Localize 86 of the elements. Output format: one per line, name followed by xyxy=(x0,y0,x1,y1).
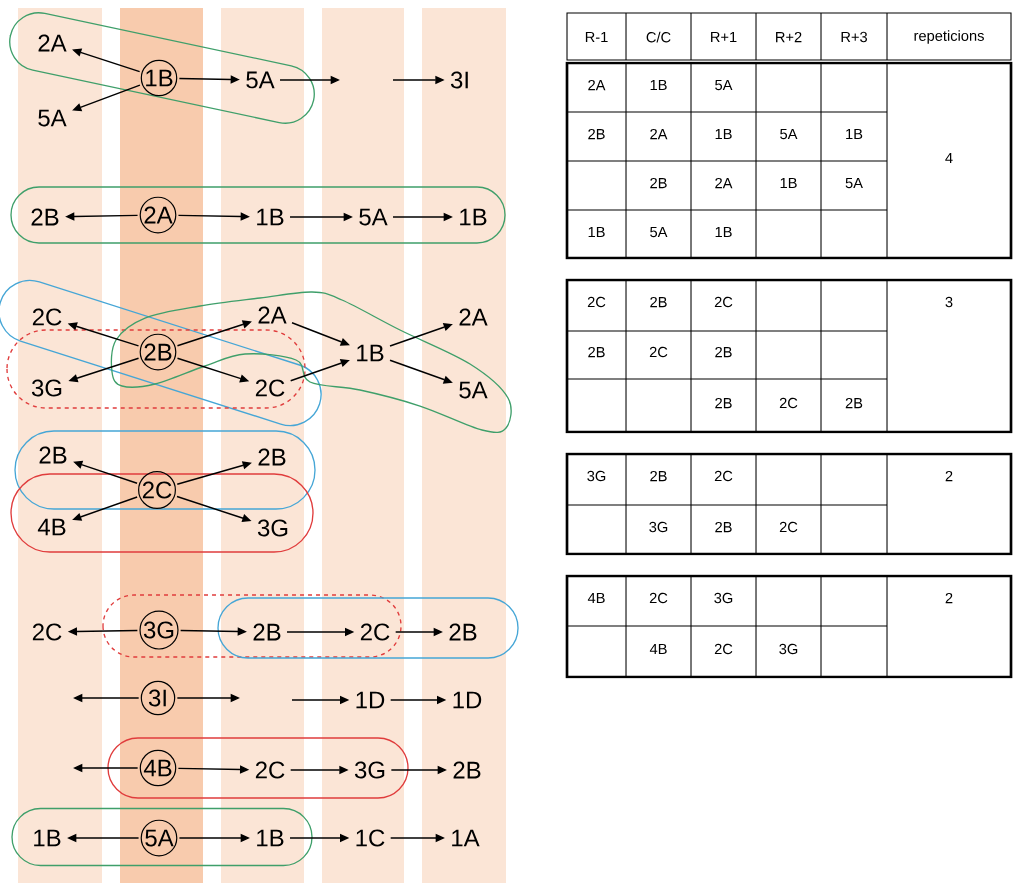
table-header: R+2 xyxy=(776,31,802,43)
table-header: repeticions xyxy=(914,30,984,44)
step-label: 1B xyxy=(357,344,384,362)
step-label: 3I xyxy=(450,71,468,89)
step-label: 1C xyxy=(356,829,385,847)
table-cell: 3G xyxy=(779,643,798,655)
step-label: 5A xyxy=(459,381,488,399)
circled-label: 4B xyxy=(139,749,177,787)
table-cell: 2B xyxy=(650,470,667,482)
step-label: 1D xyxy=(453,691,482,709)
step-label: 2A xyxy=(459,308,488,326)
step-label: 2A xyxy=(258,306,287,324)
table-cell: 3G xyxy=(587,470,606,482)
table-cell: 1B xyxy=(846,128,863,140)
table-cell: 2B xyxy=(715,521,732,533)
step-label: 2B xyxy=(449,623,477,641)
table-cell: 2B xyxy=(650,177,667,189)
step-label: 2C xyxy=(32,623,62,641)
table-cell: 2 xyxy=(945,470,953,482)
table-cell: 2 xyxy=(945,592,953,604)
table-cell: 5A xyxy=(650,226,668,238)
table-cell: 2C xyxy=(779,397,798,409)
step-label: 5A xyxy=(359,208,388,226)
table-cell: 1B xyxy=(588,226,605,238)
table-cell: 1B xyxy=(715,226,732,238)
table-cell: 3G xyxy=(714,592,733,604)
table-cell: 3G xyxy=(649,521,668,533)
table-cell: 5A xyxy=(845,177,863,189)
table-cell: 1B xyxy=(650,79,667,91)
step-label: 3G xyxy=(31,379,62,397)
table-cell: 2C xyxy=(714,296,733,308)
table-cell: 2B xyxy=(588,128,605,140)
table-cell: 1B xyxy=(715,128,732,140)
step-label: 2B xyxy=(253,623,281,641)
step-label: 1B xyxy=(257,208,284,226)
step-label: 4B xyxy=(37,518,66,536)
table-cell: 2B xyxy=(650,296,667,308)
table-cell: 2A xyxy=(650,128,668,140)
step-label: 1B xyxy=(257,829,284,847)
step-label: 1B xyxy=(460,208,487,226)
circled-label: 5A xyxy=(140,819,178,857)
table-cell: 1B xyxy=(780,177,797,189)
table-header: R-1 xyxy=(585,31,608,43)
table-cell: 2C xyxy=(779,521,798,533)
step-label: 2B xyxy=(453,761,481,779)
circled-label: 2B xyxy=(139,333,177,371)
table-cell: 2B xyxy=(715,397,732,409)
table-cell: 2B xyxy=(845,397,863,409)
step-label: 2C xyxy=(255,379,285,397)
step-label: 2C xyxy=(360,623,390,641)
step-label: 2C xyxy=(32,308,62,326)
table-cell: 2C xyxy=(649,346,668,358)
table-cell: 5A xyxy=(715,79,733,91)
table-cell: 3 xyxy=(945,296,953,308)
table-cell: 2B xyxy=(715,346,732,358)
table-cell: 2C xyxy=(714,643,733,655)
step-label: 2C xyxy=(255,761,285,779)
circled-label: 3I xyxy=(140,680,176,716)
table-cell: 2C xyxy=(649,592,668,604)
step-label: 2B xyxy=(258,448,286,466)
step-label: 5A xyxy=(246,71,275,89)
table-cell: 2B xyxy=(588,346,605,358)
step-label: 1A xyxy=(452,829,480,847)
table-cell: 4B xyxy=(587,593,605,604)
table-header: R+3 xyxy=(841,31,867,43)
step-label: 2B xyxy=(39,446,67,464)
step-label: 3G xyxy=(354,761,385,779)
step-label: 2B xyxy=(31,208,59,226)
step-label: 3G xyxy=(257,519,288,537)
circled-label: 1B xyxy=(140,59,178,97)
table-cell: 2A xyxy=(588,79,606,91)
step-label: 5A xyxy=(38,109,67,127)
step-label: 2A xyxy=(38,34,67,52)
circled-label: 2C xyxy=(138,471,176,509)
table-cell: 4B xyxy=(649,644,667,655)
table-header: R+1 xyxy=(711,31,737,43)
step-label: 1D xyxy=(356,691,385,709)
table-cell: 2C xyxy=(714,470,733,482)
table-cell: 5A xyxy=(780,128,798,140)
circled-label: 2A xyxy=(139,196,177,234)
table-cell: 2A xyxy=(715,177,733,189)
table-cell: 4 xyxy=(945,152,953,164)
table-cell: 2C xyxy=(587,296,606,308)
table-header: C/C xyxy=(646,31,671,43)
circled-label: 3G xyxy=(139,610,179,650)
step-label: 1B xyxy=(34,829,61,847)
